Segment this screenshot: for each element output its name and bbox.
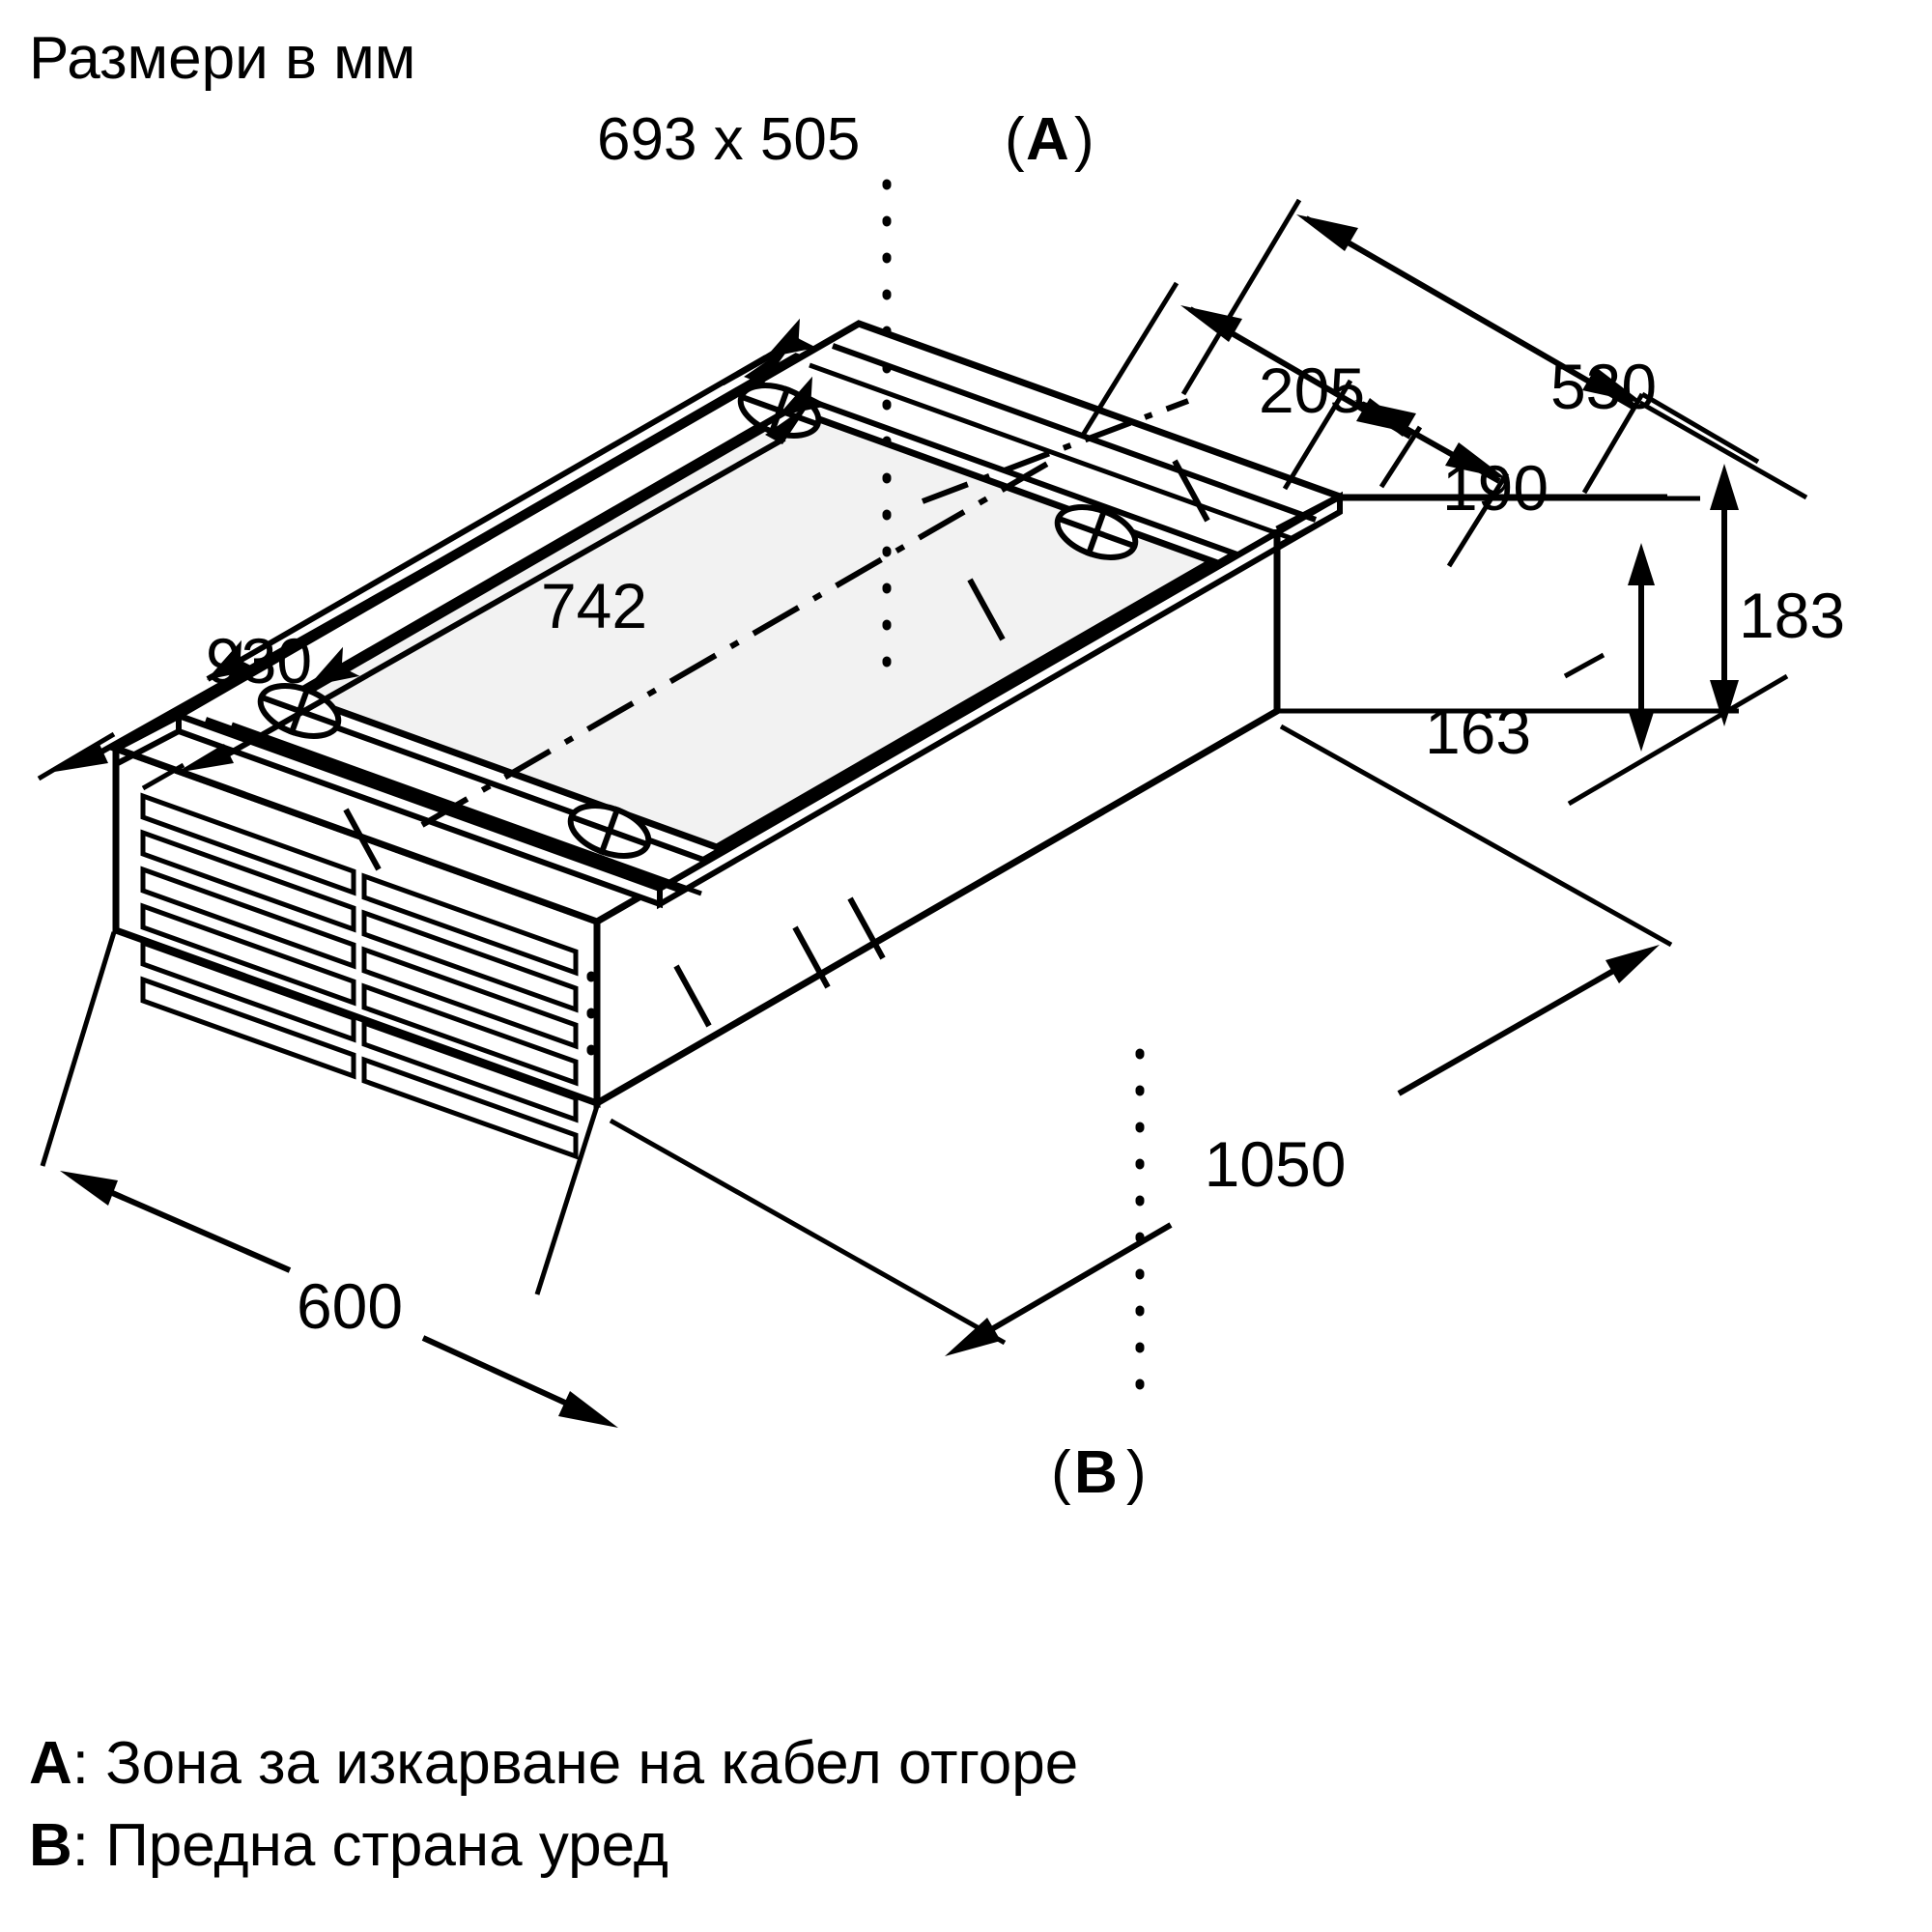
dimension-742	[141, 376, 830, 791]
legend-item-b: B: Предна страна уред	[29, 1811, 668, 1880]
dimension-label-600: 600	[297, 1270, 403, 1342]
dimension-label-742: 742	[541, 570, 647, 641]
dimension-label-190: 190	[1442, 452, 1548, 524]
legend-sep-a: :	[71, 1730, 106, 1797]
dimension-label-930: 930	[206, 625, 312, 696]
secondary-axis-line	[921, 398, 1190, 504]
dimension-label-1050: 1050	[1205, 1128, 1347, 1200]
dimension-163-ext	[1343, 496, 1700, 679]
mounting-clip-icon	[567, 803, 652, 859]
dimension-530-arrows	[1296, 214, 1644, 404]
legend-key-b: B	[29, 1812, 72, 1879]
dimension-lines-left	[95, 377, 786, 759]
dimension-600-arrows	[60, 1171, 618, 1428]
dimension-163-arrows	[1628, 543, 1655, 752]
mounting-clip-icon	[1054, 504, 1139, 560]
callout-top-area-value: 693 x 505	[597, 106, 860, 173]
legend-text-a: Зона за изкарване на кабел отгоре	[105, 1730, 1079, 1797]
callout-front-paren-open: (	[1051, 1439, 1071, 1506]
callout-top-area: 693 x 505 ( A )	[597, 106, 1094, 173]
axis-tick-marks	[343, 459, 1210, 1028]
frame-right-edge	[1273, 493, 1343, 711]
callout-top-area-paren-close: )	[1074, 106, 1094, 173]
dimension-label-183: 183	[1739, 580, 1845, 651]
callout-top-area-ref: A	[1026, 106, 1069, 173]
dimension-530	[1180, 198, 1645, 495]
dimension-183-ext	[1567, 400, 1808, 807]
ventilation-grille	[140, 792, 579, 1160]
callout-top-area-paren-open: (	[1005, 106, 1025, 173]
dimension-label-205: 205	[1259, 355, 1365, 426]
dimension-1050-arrows	[945, 945, 1660, 1356]
legend-sep-b: :	[71, 1812, 106, 1879]
page-title: Размери в мм	[29, 25, 416, 92]
dimension-1050	[609, 724, 1673, 1350]
dimension-label-530: 530	[1550, 351, 1657, 422]
dimension-183	[1640, 391, 1760, 705]
dimension-arrowheads-left	[48, 344, 810, 773]
legend-item-a: A: Зона за изкарване на кабел отгоре	[29, 1729, 1078, 1798]
right-extension-lines	[1277, 494, 1739, 714]
legend-text-b: Предна страна уред	[105, 1812, 668, 1879]
callout-front-ref: B	[1074, 1439, 1118, 1506]
callout-front-side: ( B )	[1051, 1439, 1147, 1506]
dimension-183-arrows	[1710, 464, 1739, 726]
callout-front-paren-close: )	[1126, 1439, 1147, 1506]
dimension-190-arrows	[1354, 400, 1507, 479]
legend-key-a: A	[29, 1730, 72, 1797]
dimension-label-163: 163	[1425, 696, 1531, 767]
frame-left-edge	[113, 712, 181, 767]
